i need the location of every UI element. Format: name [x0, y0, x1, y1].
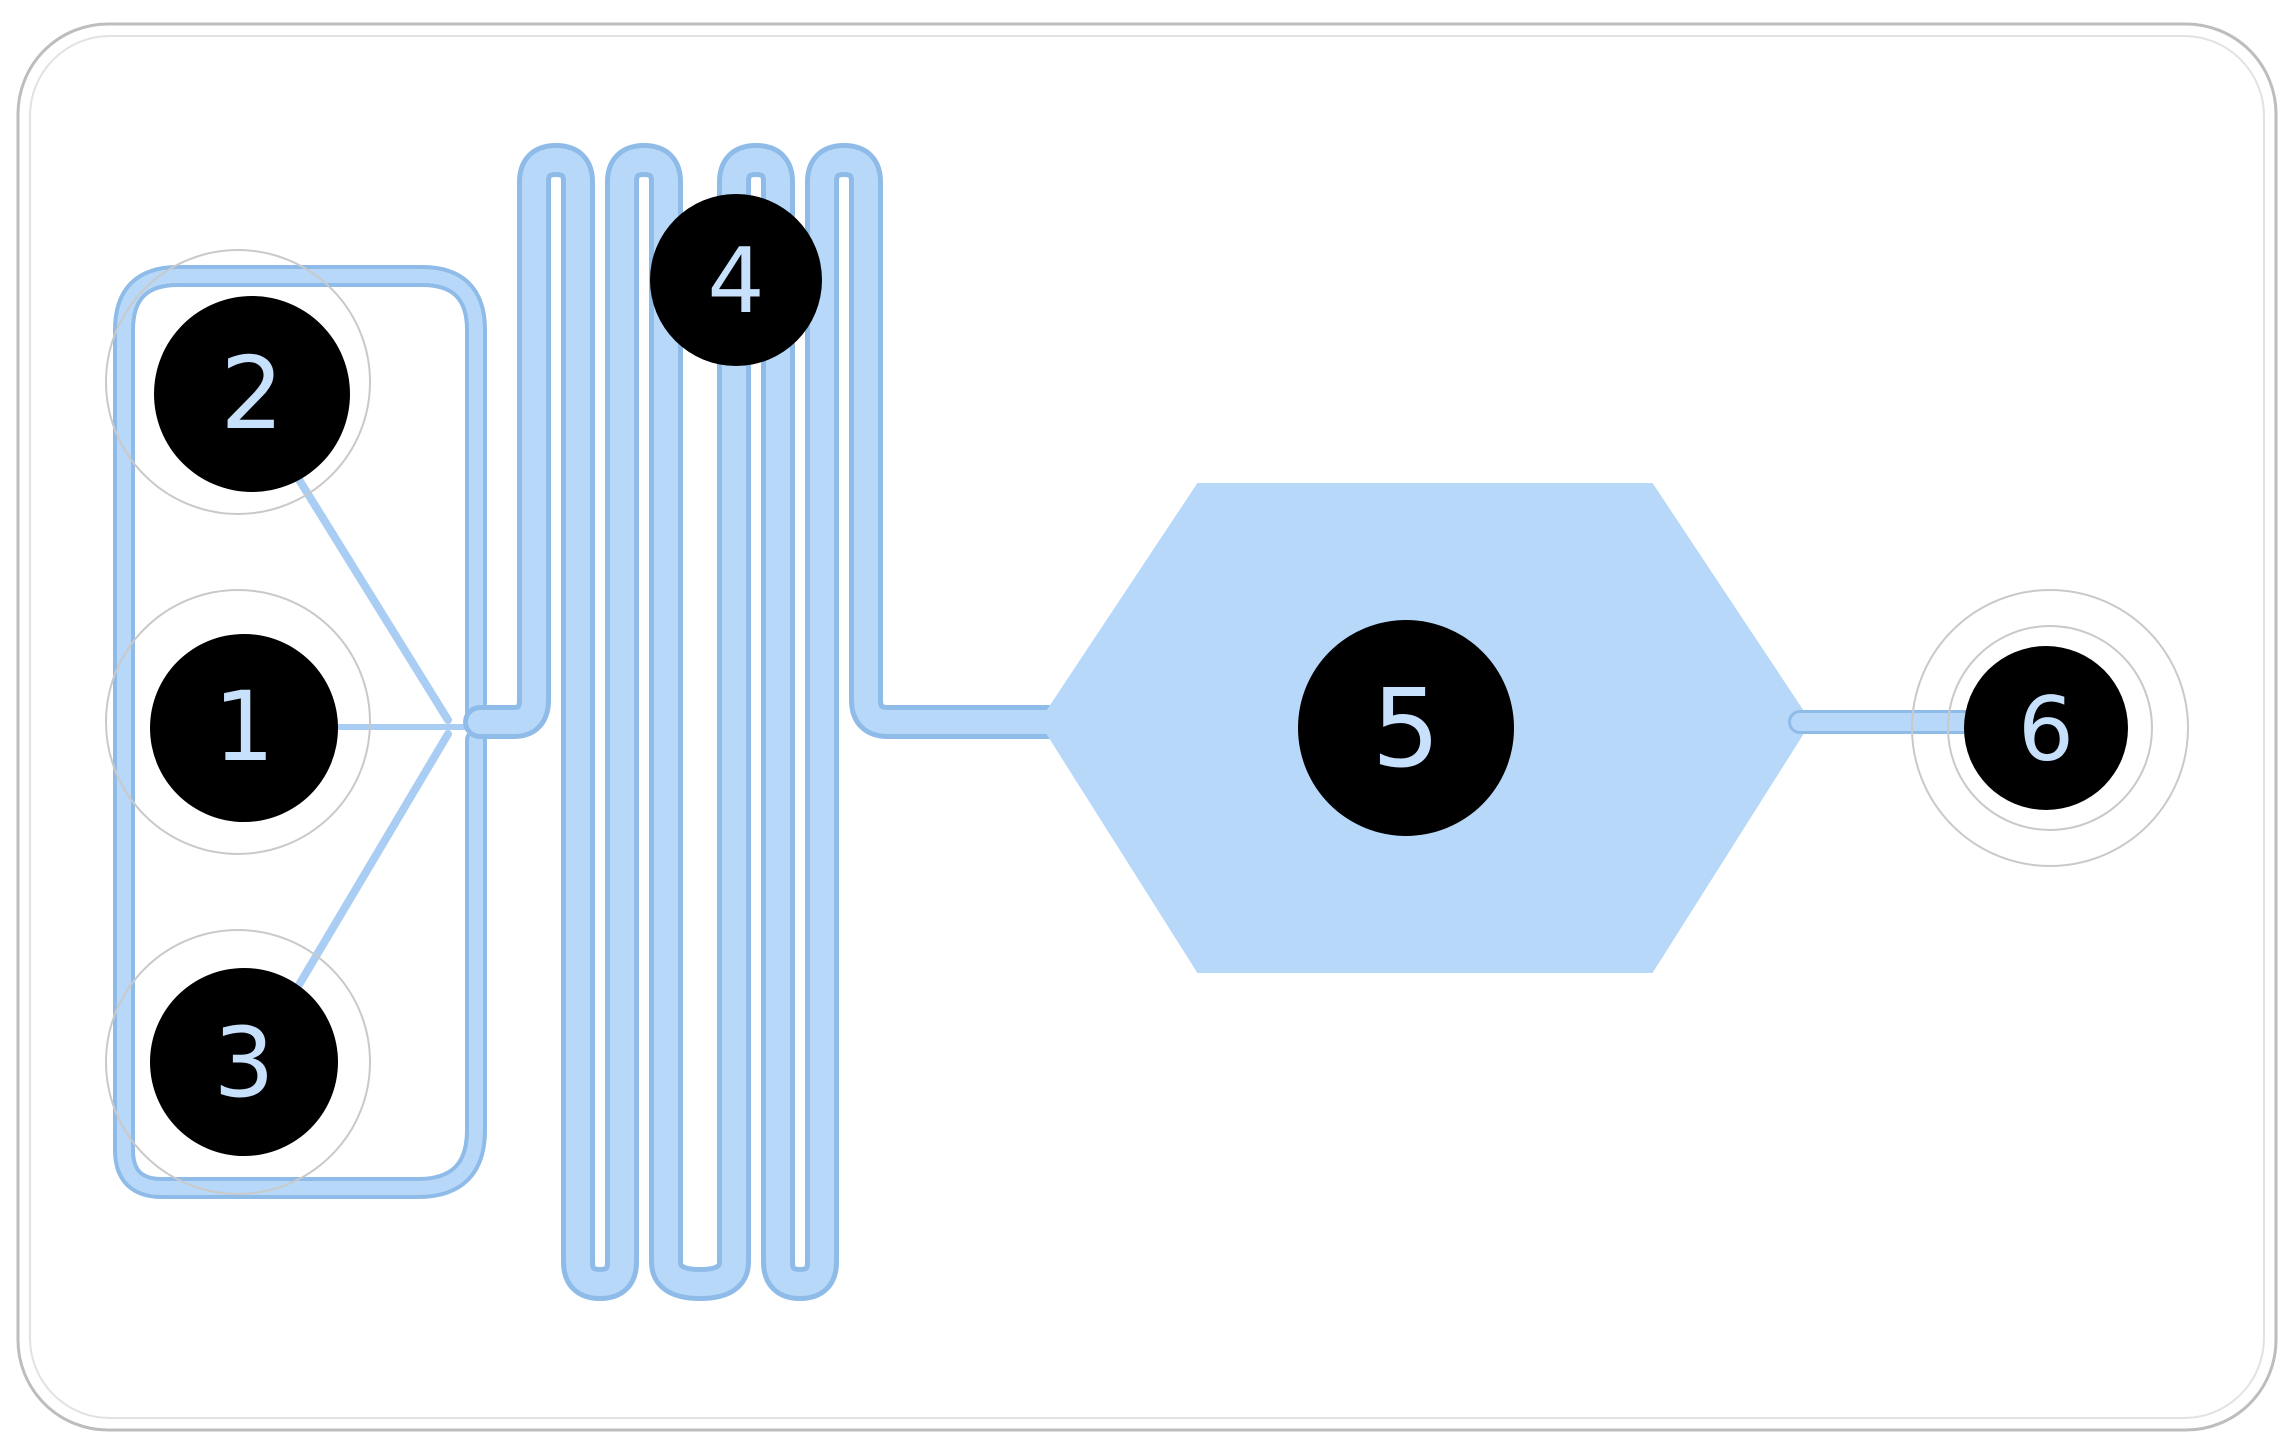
port-marker-3: 3 — [150, 968, 338, 1156]
bypass-loop-channel — [113, 265, 487, 1199]
port-1-ring — [105, 589, 371, 855]
port-3-ring — [105, 929, 371, 1195]
port-2-ring — [105, 249, 371, 515]
chip-outline — [16, 22, 2278, 1432]
port-marker-6: 6 — [1964, 646, 2128, 810]
port-marker-5: 5 — [1298, 620, 1514, 836]
port-label-6: 6 — [2018, 678, 2074, 781]
port-6-inner-ring — [1947, 625, 2153, 831]
serpentine-mixer-channel — [463, 143, 1067, 1301]
port-marker-1: 1 — [150, 634, 338, 822]
port-rings — [105, 249, 2189, 1195]
port-label-4: 4 — [707, 229, 764, 334]
port-6-ring — [1911, 589, 2189, 867]
port-marker-4: 4 — [650, 194, 822, 366]
port-label-1: 1 — [213, 671, 274, 783]
port-label-3: 3 — [213, 1007, 274, 1119]
port-marker-2: 2 — [154, 296, 350, 492]
port-label-5: 5 — [1372, 667, 1441, 792]
port-label-2: 2 — [220, 335, 284, 452]
